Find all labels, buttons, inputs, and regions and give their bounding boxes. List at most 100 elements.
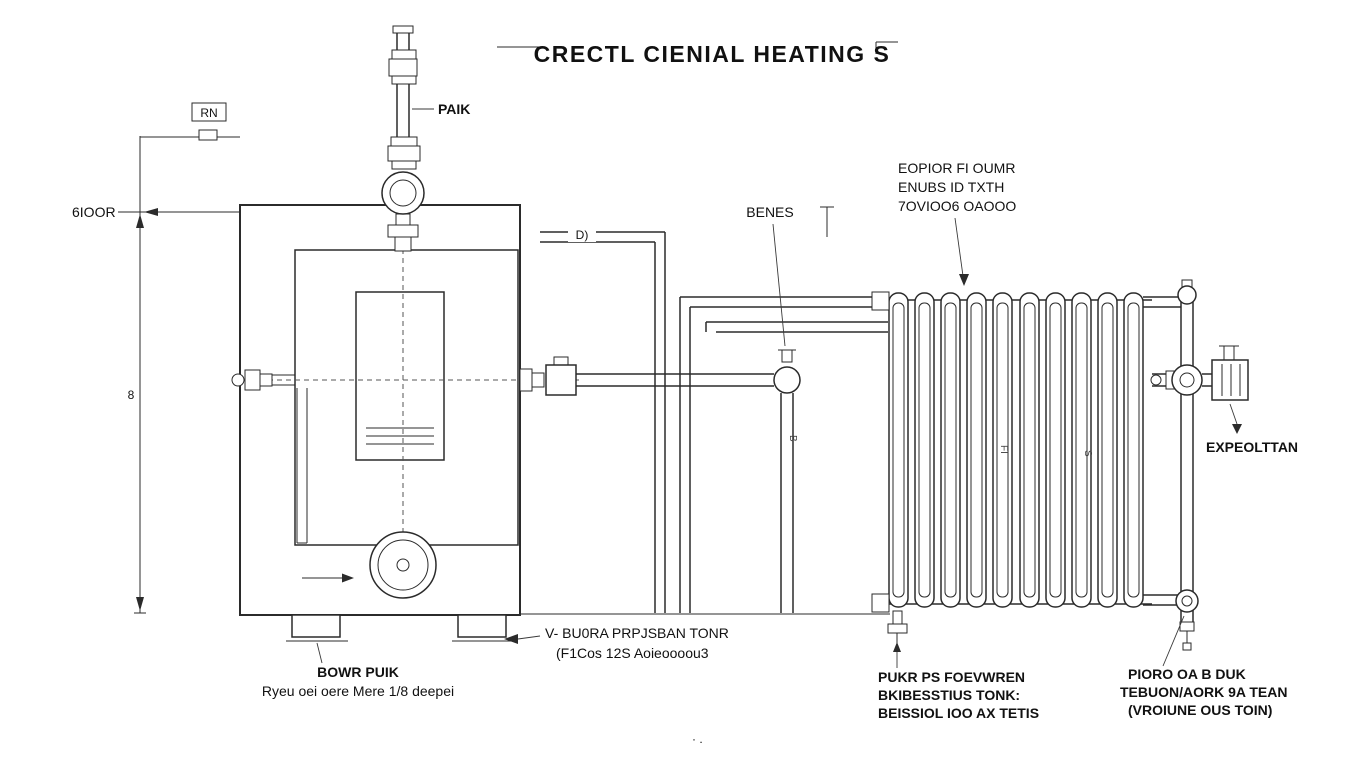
radiator-note-line2: ENUBS ID TXTH xyxy=(898,179,1004,195)
radiator-note-leader xyxy=(954,217,964,277)
radiator-note-line1: EOPIOR FI OUMR xyxy=(898,160,1015,176)
balancing-valve-core xyxy=(1179,372,1195,388)
gauge-dial-inner xyxy=(389,179,417,207)
expansion-leader xyxy=(1229,403,1238,425)
return-gauge-core xyxy=(1181,595,1193,607)
radiator-note-arrow xyxy=(959,274,969,286)
right-riser-pipe xyxy=(1180,288,1194,622)
outlet-valve-actuator xyxy=(553,356,569,366)
right-pipe-assembly xyxy=(1143,279,1212,651)
fitting-body xyxy=(387,145,421,162)
valve-riser xyxy=(780,393,794,613)
pump-hub xyxy=(396,558,410,572)
left-connector-flange xyxy=(244,369,261,391)
valve-label: BENES xyxy=(746,204,793,220)
pipe-fitting-lower xyxy=(387,136,421,170)
radiator-tube xyxy=(1127,302,1140,598)
radiator-section xyxy=(888,292,909,608)
drain-note-line2: BKIBESSTIUS TONK: xyxy=(878,687,1020,703)
top-pipe-assembly: PAIK xyxy=(387,25,470,170)
return-gauge xyxy=(1175,589,1199,613)
burner-note-leader xyxy=(316,642,323,664)
radiator-tube xyxy=(1049,302,1062,598)
gauge-collar xyxy=(387,224,419,238)
radiator-fi-label: FI xyxy=(998,445,1009,454)
expansion-device: EXPEOLTTAN xyxy=(1206,345,1298,455)
fitting-collar-top xyxy=(391,49,417,60)
pipe-end-cap xyxy=(392,25,414,34)
expansion-ribs xyxy=(1221,364,1241,396)
floor-arrow xyxy=(144,208,158,216)
heat-exchanger-fins xyxy=(366,427,434,445)
foot-note-line2: (F1Cos 12S Aoieoooou3 xyxy=(556,645,709,661)
boiler xyxy=(231,171,582,642)
expansion-stem xyxy=(1223,345,1235,361)
internal-return-pipe xyxy=(272,374,308,544)
pump-arrow-head xyxy=(342,573,354,583)
radiator-section xyxy=(1097,292,1118,608)
isolating-valve xyxy=(773,349,801,394)
boiler-foot-left xyxy=(291,614,341,638)
radiator-tube xyxy=(944,302,957,598)
pipe-fitting-upper xyxy=(388,49,418,85)
foot-note-arrow xyxy=(504,634,518,644)
radiator-tube xyxy=(892,302,905,598)
expansion-arrow xyxy=(1232,424,1242,434)
radiator-stub-pipes xyxy=(1143,296,1212,606)
mid-union-cap xyxy=(1150,374,1162,386)
radiator-section xyxy=(1019,292,1040,608)
radiator-tube xyxy=(1101,302,1114,598)
gauge-note-line1: PIORO OA B DUK xyxy=(1128,666,1246,682)
burner-note-line1: BOWR PUIK xyxy=(317,664,399,680)
expansion-body xyxy=(1211,359,1249,401)
dimension-lines xyxy=(118,136,240,614)
foot-note-leader xyxy=(517,635,541,640)
dimension-left: RN 6IOOR 8 xyxy=(72,102,240,614)
valve-label-leader xyxy=(772,223,786,347)
radiator-section xyxy=(1071,292,1092,608)
d-marker: D) xyxy=(576,228,589,242)
riser-pipe-label: B xyxy=(787,435,798,442)
boiler-body xyxy=(239,204,521,616)
heat-exchanger-box xyxy=(355,291,445,461)
pipe-run-1 xyxy=(540,231,666,613)
riser-bottom-fitting xyxy=(1179,621,1195,632)
annotations: EOPIOR FI OUMR ENUBS ID TXTH 7OVIOO6 OAO… xyxy=(262,160,1288,746)
radiator-tube xyxy=(918,302,931,598)
rn-label: RN xyxy=(200,106,217,120)
radiator-tube xyxy=(1023,302,1036,598)
foot-note-line1: V- BU0RA PRPJSBAN TONR xyxy=(545,625,729,641)
pump-outer-ring xyxy=(369,531,437,599)
tick-mark xyxy=(820,206,834,237)
diagram-title: CRECTL CIENIAL HEATING S xyxy=(534,41,891,67)
drain-stem xyxy=(892,610,903,625)
radiator-inlet-cap xyxy=(871,291,890,311)
radiator-section xyxy=(914,292,935,608)
outlet-nut xyxy=(531,372,545,388)
radiator-section xyxy=(940,292,961,608)
radiator-section xyxy=(1045,292,1066,608)
drain-note-arrow xyxy=(893,642,901,652)
gauge-stem xyxy=(395,213,411,226)
drain-body xyxy=(887,623,908,634)
pipe-run-3 xyxy=(705,321,888,333)
outlet-flange xyxy=(519,368,533,392)
height-dimension-label: 8 xyxy=(128,388,135,402)
radiator-s-label: S xyxy=(1082,450,1093,457)
pump-middle-ring xyxy=(377,539,429,591)
dimension-arrow-down xyxy=(136,597,144,611)
rn-box xyxy=(191,102,227,122)
d-marker-backing xyxy=(568,226,596,242)
pipe-label: PAIK xyxy=(438,101,470,117)
gauge-note-line2: TEBUON/AORK 9A TEAN xyxy=(1120,684,1288,700)
expansion-label: EXPEOLTTAN xyxy=(1206,439,1298,455)
boiler-foot-right xyxy=(457,614,507,638)
valve-stem xyxy=(781,349,793,363)
riser-top-elbow xyxy=(1177,285,1197,305)
pipe-run-2 xyxy=(679,296,888,613)
fitting-body xyxy=(388,58,418,77)
radiator-section xyxy=(966,292,987,608)
radiator-section xyxy=(1123,292,1144,608)
radiator-section xyxy=(992,292,1013,608)
drain-note-line3: BEISSIOL IOO AX TETIS xyxy=(878,705,1039,721)
